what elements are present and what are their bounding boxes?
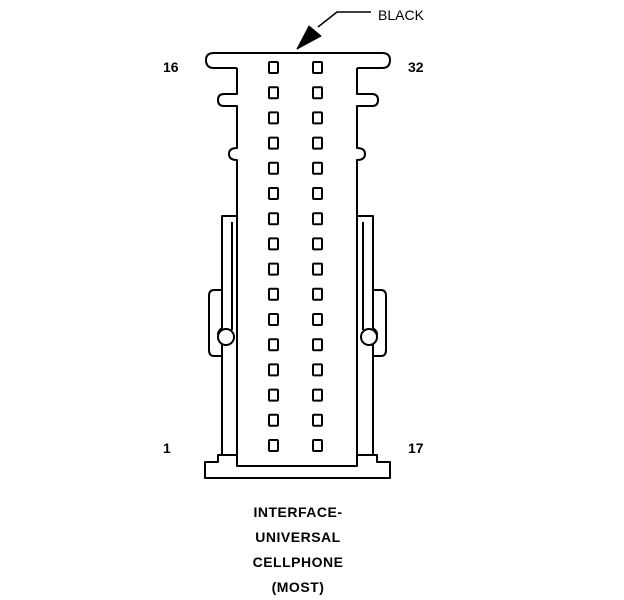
pin-cavity [312,161,323,175]
pin-cavity [268,86,279,100]
pin-cavity [312,262,323,276]
pin-cavity [312,363,323,377]
pin-cavity [312,187,323,200]
pin-cavity [312,61,323,74]
pin-cavities [268,61,323,452]
pin-cavity [268,111,279,125]
pin-cavity [312,439,323,452]
callout-leader [317,11,371,28]
pin-cavity [268,61,279,74]
pin-cavity [312,111,323,125]
bottom-tab [218,454,377,467]
pin-cavity [268,413,279,427]
pin-cavity [268,237,279,251]
caption-line: (MOST) [271,579,325,595]
pin-cavity [312,388,323,402]
pin-cavity [268,338,279,352]
pin-number-16: 16 [163,59,179,75]
pin-cavity [312,237,323,251]
pin-number-32: 32 [408,59,424,75]
pin-cavity [268,439,279,452]
pin-cavity [268,287,279,301]
caption-line: UNIVERSAL [255,529,341,545]
pin-number-17: 17 [408,440,424,456]
pin-cavity [268,313,279,326]
pin-cavity [268,363,279,377]
pin-cavity [268,136,279,150]
caption-line: INTERFACE- [253,504,343,520]
latch-right-bump [360,328,378,346]
pin-cavity [312,287,323,301]
pin-number-1: 1 [163,440,171,456]
pin-cavity [268,161,279,175]
color-callout-label: BLACK [378,7,424,23]
pin-cavity [268,388,279,402]
connector-caption: INTERFACE- UNIVERSAL CELLPHONE (MOST) [200,500,396,600]
pin-cavity [312,136,323,150]
latch-left [208,289,222,357]
top-flange [205,52,391,69]
connector-body [204,68,391,479]
pin-cavity [312,313,323,326]
caption-line: CELLPHONE [252,554,344,570]
pin-cavity [312,413,323,427]
latch-right [373,289,387,357]
pin-cavity [268,187,279,200]
callout-arrowhead [296,25,322,50]
pin-cavity [312,86,323,100]
pin-cavity [268,212,279,226]
pin-cavity [268,262,279,276]
pin-cavity [312,212,323,226]
latch-left-bump [217,328,235,346]
pin-cavity [312,338,323,352]
